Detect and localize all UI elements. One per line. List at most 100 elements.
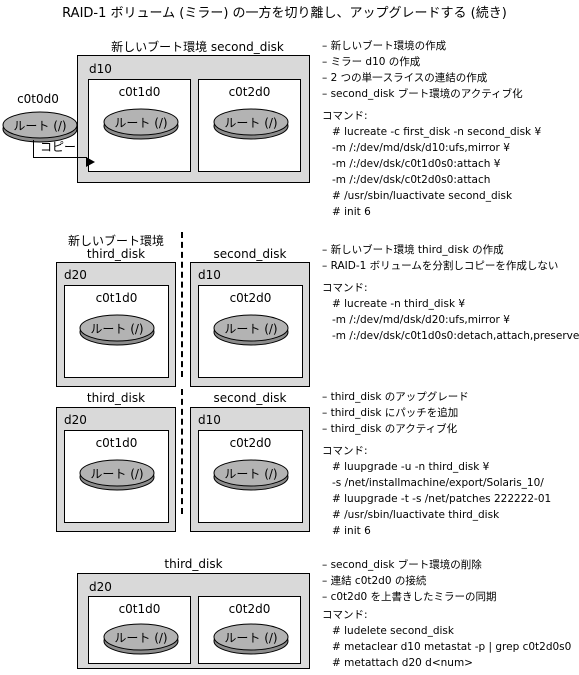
step2-separator xyxy=(181,232,183,377)
step1-disk-name-c0t2d0: c0t2d0 xyxy=(228,85,271,99)
step1-note: – 新しいブート環境の作成 xyxy=(322,40,447,52)
step4-volume-d20: d20 c0t1d0 ルート (/) c0t2d0 ルート (/) xyxy=(77,573,310,669)
step3-left-header: third_disk xyxy=(86,391,146,405)
step3-command: # /usr/sbin/luactivate third_disk xyxy=(332,509,500,521)
step3-note: – third_disk のアップグレード xyxy=(322,391,469,403)
source-disk-name: c0t0d0 xyxy=(17,92,59,106)
disk-icon xyxy=(213,108,289,140)
step2-volume-d10: d10 c0t2d0 ルート (/) xyxy=(190,262,310,387)
step3-command: # luupgrade -t -s /net/patches 222222-01 xyxy=(332,493,552,505)
step3-command: -s /net/installmachine/export/Solaris_10… xyxy=(332,477,544,489)
step4-command: # metaclear d10 metastat -p | grep c0t2d… xyxy=(332,641,572,653)
step1-command: # lucreate -c first_disk -n second_disk … xyxy=(332,126,542,138)
diagram-title: RAID-1 ボリューム (ミラー) の一方を切り離し、アップグレードする (続… xyxy=(62,6,507,21)
step1-notes: – 新しいブート環境の作成 – ミラー d10 の作成 – 2 つの単一スライス… xyxy=(322,38,541,220)
step4-note: – second_disk ブート環境の削除 xyxy=(322,559,482,571)
step4-disk-name-c0t2d0: c0t2d0 xyxy=(228,602,271,616)
step2-left-volume-label: d20 xyxy=(64,268,87,282)
step2-note: – 新しいブート環境 third_disk の作成 xyxy=(322,244,504,256)
step1-disk-box-c0t1d0: c0t1d0 ルート (/) xyxy=(88,79,191,172)
disk-icon xyxy=(103,623,179,655)
copy-label: コピー xyxy=(40,140,77,154)
step2-right-volume-label: d10 xyxy=(198,268,221,282)
step4-command: # ludelete second_disk xyxy=(332,625,454,637)
step3-notes: – third_disk のアップグレード – third_disk にパッチを… xyxy=(322,389,551,539)
step4-header: third_disk xyxy=(164,557,223,571)
step1-command: -m /:/dev/dsk/c0t2d0s0:attach xyxy=(332,174,491,186)
step3-right-volume-label: d10 xyxy=(198,413,221,427)
step3-volume-d20: d20 c0t1d0 ルート (/) xyxy=(56,407,176,532)
step1-command-header: コマンド: xyxy=(322,110,368,122)
source-root-label: ルート (/) xyxy=(13,119,67,133)
step2-command: -m /:/dev/md/dsk/d20:ufs,mirror ¥ xyxy=(332,314,510,326)
root-label: ルート (/) xyxy=(114,631,168,645)
disk-icon xyxy=(79,314,155,346)
step3-right-header: second_disk xyxy=(213,391,287,405)
step2-command: # lucreate -n third_disk ¥ xyxy=(332,298,466,310)
step1-disk-box-c0t2d0: c0t2d0 ルート (/) xyxy=(198,79,301,172)
step4-disk-box-c0t2d0: c0t2d0 ルート (/) xyxy=(198,596,301,664)
step4-root-disk-c0t1d0: ルート (/) xyxy=(103,619,179,659)
step3-left-disk-box: c0t1d0 ルート (/) xyxy=(64,430,169,523)
step2-right-header: second_disk xyxy=(213,247,287,261)
step3-right-root-disk: ルート (/) xyxy=(213,455,289,495)
step3-command: # luupgrade -u -n third_disk ¥ xyxy=(332,461,490,473)
step3-command: # init 6 xyxy=(332,525,371,537)
copy-arrow-horizontal xyxy=(33,157,87,158)
step1-root-disk-c0t2d0: ルート (/) xyxy=(213,104,289,144)
step1-root-label: ルート (/) xyxy=(224,116,278,130)
root-label: ルート (/) xyxy=(224,322,278,336)
step3-separator xyxy=(181,389,183,514)
step4-command-header: コマンド: xyxy=(322,609,368,621)
step2-right-disk-name: c0t2d0 xyxy=(229,291,272,305)
step1-disk-name-c0t1d0: c0t1d0 xyxy=(118,85,161,99)
root-label: ルート (/) xyxy=(90,322,144,336)
step1-header: 新しいブート環境 second_disk xyxy=(111,40,284,54)
step4-disk-box-c0t1d0: c0t1d0 ルート (/) xyxy=(88,596,191,664)
step2-volume-d20: d20 c0t1d0 ルート (/) xyxy=(56,262,176,387)
step1-root-disk-c0t1d0: ルート (/) xyxy=(103,104,179,144)
step1-command: # init 6 xyxy=(332,206,371,218)
step3-left-disk-name: c0t1d0 xyxy=(95,436,138,450)
step3-note: – third_disk のアクティブ化 xyxy=(322,423,458,435)
disk-icon xyxy=(2,111,78,143)
step1-note: – ミラー d10 の作成 xyxy=(322,56,421,68)
step4-command: # metattach d20 d<num> xyxy=(332,657,473,669)
disk-icon xyxy=(213,459,289,491)
step1-note: – second_disk ブート環境のアクティブ化 xyxy=(322,88,523,100)
disk-icon xyxy=(213,314,289,346)
step3-left-volume-label: d20 xyxy=(64,413,87,427)
step2-left-header-1: 新しいブート環境 xyxy=(67,234,164,248)
step3-note: – third_disk にパッチを追加 xyxy=(322,407,459,419)
step3-right-disk-name: c0t2d0 xyxy=(229,436,272,450)
step1-command: -m /:/dev/md/dsk/d10:ufs,mirror ¥ xyxy=(332,142,510,154)
step2-command: -m /:/dev/dsk/c0t1d0s0:detach,attach,pre… xyxy=(332,330,579,342)
step1-note: – 2 つの単一スライスの連結の作成 xyxy=(322,72,488,84)
step2-notes: – 新しいブート環境 third_disk の作成 – RAID-1 ボリューム… xyxy=(322,242,579,344)
copy-arrow-vertical xyxy=(33,140,34,157)
step1-command: # /usr/sbin/luactivate second_disk xyxy=(332,190,513,202)
step4-root-disk-c0t2d0: ルート (/) xyxy=(213,619,289,659)
root-label: ルート (/) xyxy=(90,467,144,481)
disk-icon xyxy=(103,108,179,140)
source-root-disk: ルート (/) xyxy=(2,107,78,147)
step1-root-label: ルート (/) xyxy=(114,116,168,130)
step3-left-root-disk: ルート (/) xyxy=(79,455,155,495)
step4-note: – 連結 c0t2d0 の接続 xyxy=(322,575,427,587)
step4-disk-name-c0t1d0: c0t1d0 xyxy=(118,602,161,616)
step1-volume-label: d10 xyxy=(89,62,112,76)
step2-right-disk-box: c0t2d0 ルート (/) xyxy=(198,285,303,378)
root-label: ルート (/) xyxy=(224,631,278,645)
disk-icon xyxy=(79,459,155,491)
step2-note: – RAID-1 ボリュームを分割しコピーを作成しない xyxy=(322,260,559,272)
step3-volume-d10: d10 c0t2d0 ルート (/) xyxy=(190,407,310,532)
step3-command-header: コマンド: xyxy=(322,445,368,457)
root-label: ルート (/) xyxy=(224,467,278,481)
step2-right-root-disk: ルート (/) xyxy=(213,310,289,350)
step2-left-root-disk: ルート (/) xyxy=(79,310,155,350)
step2-left-disk-name: c0t1d0 xyxy=(95,291,138,305)
step2-command-header: コマンド: xyxy=(322,282,368,294)
disk-icon xyxy=(213,623,289,655)
step4-note: – c0t2d0 を上書きしたミラーの同期 xyxy=(322,591,497,603)
step1-command: -m /:/dev/dsk/c0t1d0s0:attach ¥ xyxy=(332,158,501,170)
